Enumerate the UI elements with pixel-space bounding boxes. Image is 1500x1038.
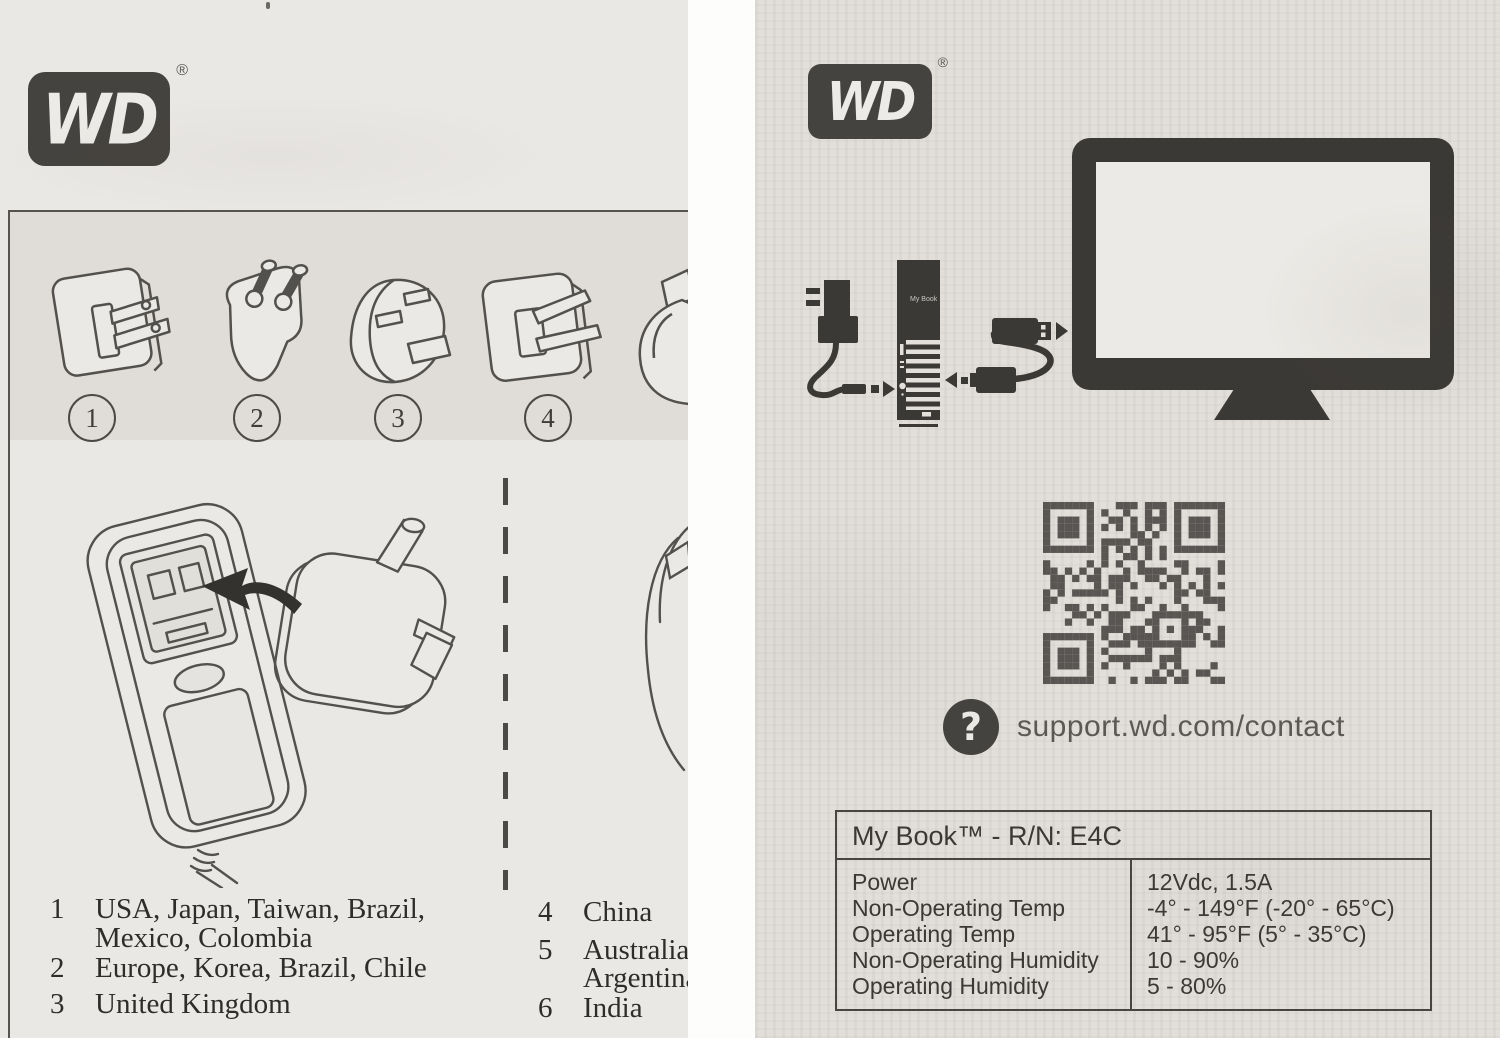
plug-number-badge-2: 2 [233,394,281,442]
right-page: WD ® My Book [755,0,1500,1038]
spec-label-column: Power Non-Operating Temp Operating Temp … [837,860,1132,1009]
support-url: support.wd.com/contact [1017,710,1345,743]
spec-value: -4° - 149°F (-20° - 65°C) [1147,895,1395,921]
region-item-4: 4 China [538,896,652,929]
region-number: 1 [50,893,65,925]
usb-cable-illustration [945,318,1068,393]
plug-number-badge-1: 1 [68,394,116,442]
usb-arrow-to-drive [945,372,957,388]
registered-mark: ® [176,62,188,79]
region-text: China [583,896,653,928]
partial-adapter-illustration [644,526,688,772]
spec-value: 10 - 90% [1147,947,1240,973]
spec-label: Power [852,869,918,895]
spec-table: My Book™ - R/N: E4C Power Non-Operating … [835,810,1432,1011]
region-text: Argentina [583,962,688,994]
region-number: 5 [538,934,553,966]
support-row: ? support.wd.com/contact [943,698,1345,756]
scan-artifact [266,2,270,9]
spec-label: Operating Temp [852,921,1016,947]
spec-value: 41° - 95°F (5° - 35°C) [1147,921,1367,947]
usb-arrow-to-monitor [1056,322,1068,340]
left-page: WD ® [0,0,688,1038]
region-number: 3 [50,988,65,1020]
plug-number-4: 4 [541,402,555,433]
spec-value: 12Vdc, 1.5A [1147,869,1273,895]
column-divider-dashed [503,478,508,890]
question-glyph: ? [959,705,983,749]
spec-label: Operating Humidity [852,973,1049,999]
drive-label: My Book [910,296,938,303]
wd-logo: WD ® [808,54,948,139]
plug-options-strip: 1 2 3 4 [10,212,688,442]
insert-arrow [202,568,302,614]
power-adapter-illustration [806,280,895,399]
spec-table-title: My Book™ - R/N: E4C [837,812,1430,860]
wd-logo-text: WD [42,78,159,160]
monitor-illustration [1072,138,1454,420]
region-number: 4 [538,896,553,928]
power-arrow [883,381,895,397]
spec-label: Non-Operating Temp [852,895,1066,921]
illustration-box: 1 2 3 4 [8,210,688,1038]
region-item-1-cont: Mexico, Colombia [50,922,312,955]
spec-label: Non-Operating Humidity [852,947,1099,973]
plug-uk-illustration [349,278,452,384]
region-text: USA, Japan, Taiwan, Brazil, [95,893,426,925]
plug-number-1: 1 [85,402,99,433]
plug-us-illustration [51,267,171,377]
region-text: Australia, [583,934,688,966]
region-item-6: 6 India [538,992,643,1025]
adapter-cable [189,848,239,888]
region-text: United Kingdom [95,988,291,1020]
plug-number-3: 3 [391,402,405,433]
region-item-1: 1 USA, Japan, Taiwan, Brazil, [50,893,425,926]
adapter-assembly-illustration [86,503,456,888]
region-number: 2 [50,952,65,984]
spec-table-body: Power Non-Operating Temp Operating Temp … [837,860,1430,1009]
region-text: India [583,992,643,1024]
region-item-5-cont: Argentina [538,962,688,995]
mybook-drive-illustration: My Book [897,260,940,427]
region-item-3: 3 United Kingdom [50,988,291,1021]
region-item-2: 2 Europe, Korea, Brazil, Chile [50,952,427,985]
plug-number-badge-4: 4 [524,394,572,442]
plug-number-2: 2 [250,402,264,433]
question-mark-icon: ? [943,699,999,755]
region-text: Mexico, Colombia [95,922,313,954]
plug-eu-illustration [225,259,309,382]
spec-value: 5 - 80% [1147,973,1227,999]
region-number: 6 [538,992,553,1024]
page-gap [688,0,755,1038]
registered-mark: ® [937,54,948,70]
plug-number-badge-3: 3 [374,394,422,442]
qr-code [1043,502,1225,684]
plug-partial-illustration [638,268,688,406]
region-text: Europe, Korea, Brazil, Chile [95,952,427,984]
connection-diagram: My Book [806,138,1454,427]
spec-value-column: 12Vdc, 1.5A -4° - 149°F (-20° - 65°C) 41… [1132,860,1430,1009]
wd-logo-text: WD [826,70,917,133]
plug-au-cn-illustration [481,272,602,382]
uk-plug-head [273,517,456,715]
region-item-5: 5 Australia, [538,934,688,967]
power-arrow-dash [871,385,879,393]
wd-logo: WD ® [28,62,188,166]
adapter-body [86,503,307,849]
